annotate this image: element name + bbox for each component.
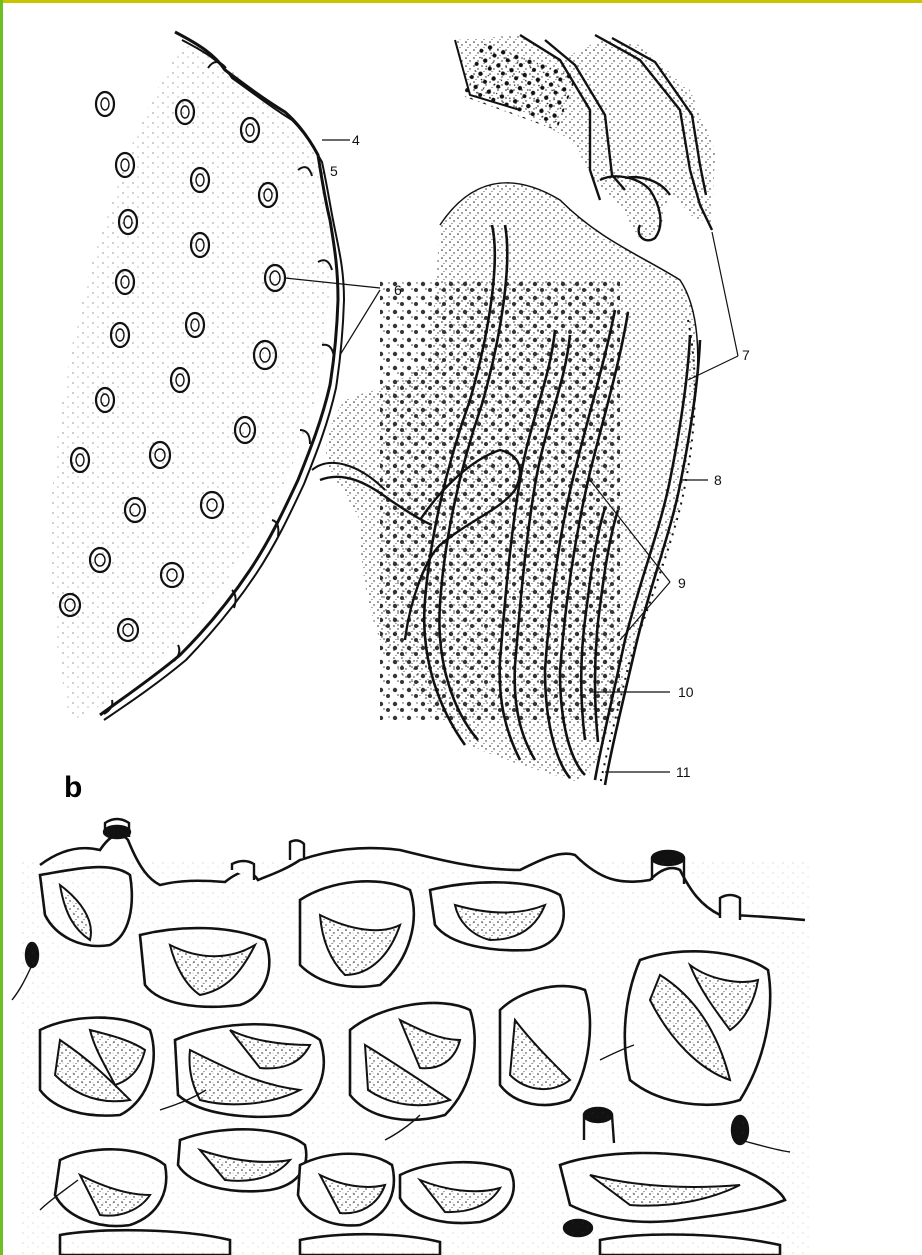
lamellar-structure (312, 183, 700, 785)
label-5: 5 (330, 163, 338, 179)
label-7: 7 (742, 347, 750, 363)
label-10: 10 (678, 684, 694, 700)
cortex-surface (51, 40, 332, 720)
label-11: 11 (676, 764, 691, 780)
label-9: 9 (678, 575, 686, 591)
strand-shading (20, 860, 810, 1255)
label-8: 8 (714, 472, 722, 488)
label-6: 6 (394, 282, 402, 298)
panel-a-drawing: 4 5 6 7 8 9 10 11 (51, 32, 750, 785)
panel-b-drawing (12, 819, 810, 1255)
panel-b-label: b (64, 771, 82, 804)
label-4: 4 (352, 132, 360, 148)
